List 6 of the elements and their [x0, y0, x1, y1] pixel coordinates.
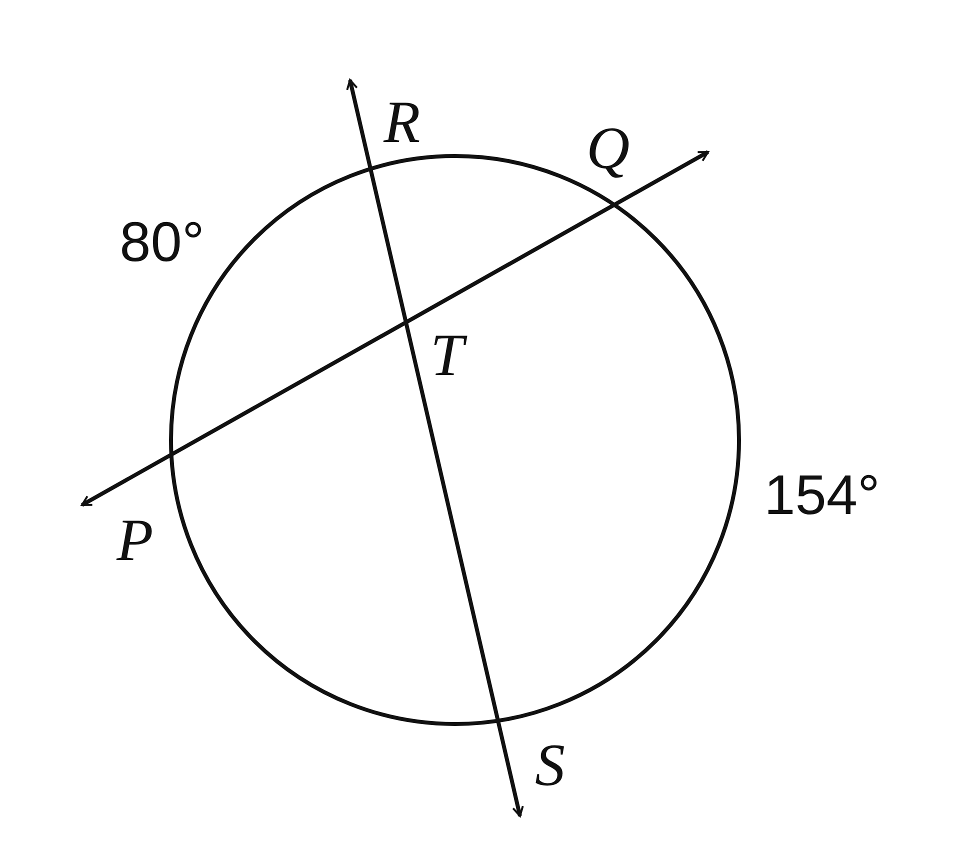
point-label: R — [384, 92, 420, 152]
arc-measure: 80° — [120, 214, 204, 270]
point-label: S — [535, 735, 565, 795]
point-label: Q — [586, 118, 630, 178]
point-label: P — [116, 510, 154, 570]
arc-measure: 154° — [764, 467, 880, 523]
